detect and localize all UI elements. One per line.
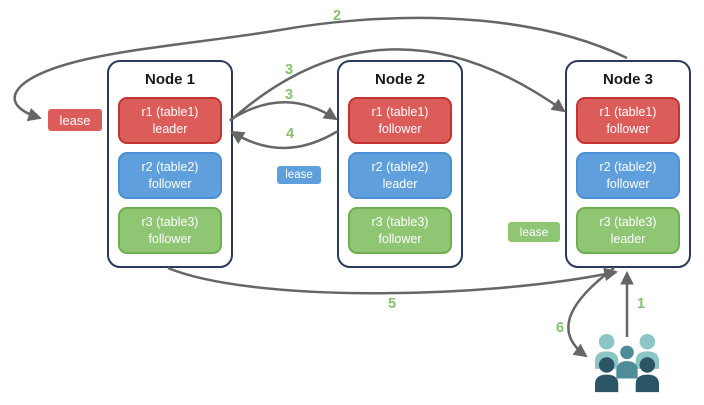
node-3-title: Node 3: [602, 71, 653, 88]
step-label-1: 1: [637, 296, 646, 312]
node-2-card: Node 2 r1 (table1) follower r2 (table2) …: [337, 60, 463, 268]
replica-role: follower: [148, 231, 192, 246]
step-label-5: 5: [388, 296, 397, 312]
arrow-step3-node1-to-node2: [229, 101, 338, 122]
replica-id: r1 (table1): [141, 105, 199, 120]
replica-id: r3 (table3): [371, 215, 429, 230]
lease-badge-table3: lease: [507, 221, 561, 243]
replica-role: follower: [378, 121, 422, 136]
lease-badge-table1: lease: [47, 108, 103, 132]
replica-role: follower: [378, 231, 422, 246]
node-1-title: Node 1: [144, 71, 195, 88]
step-label-3-to-node2: 3: [285, 87, 294, 103]
replica-role: follower: [606, 176, 650, 191]
replica-role: follower: [148, 176, 192, 191]
replica-id: r1 (table1): [599, 105, 657, 120]
node3-replica-r2: r2 (table2) follower: [576, 152, 680, 199]
arrow-step4-node2-to-node1: [230, 129, 339, 150]
node3-replica-r3: r3 (table3) leader: [576, 207, 680, 254]
replica-id: r3 (table3): [141, 215, 199, 230]
step-label-4: 4: [286, 126, 295, 142]
lease-badge-table2: lease: [276, 165, 322, 185]
node1-replica-r3: r3 (table3) follower: [118, 207, 222, 254]
step-label-6: 6: [556, 320, 565, 336]
node2-replica-r1: r1 (table1) follower: [348, 97, 452, 144]
node2-replica-r3: r3 (table3) follower: [348, 207, 452, 254]
replica-id: r2 (table2): [141, 160, 199, 175]
replica-role: follower: [606, 121, 650, 136]
step-label-3-to-node3: 3: [285, 62, 294, 78]
node2-replica-r2: r2 (table2) leader: [348, 152, 452, 199]
step-label-2: 2: [333, 8, 342, 24]
replica-role: leader: [382, 176, 418, 191]
replica-id: r1 (table1): [371, 105, 429, 120]
users-group-icon: [595, 333, 659, 393]
node1-replica-r1: r1 (table1) leader: [118, 97, 222, 144]
replica-id: r2 (table2): [599, 160, 657, 175]
replica-id: r2 (table2): [371, 160, 429, 175]
node-1-card: Node 1 r1 (table1) leader r2 (table2) fo…: [107, 60, 233, 268]
replica-role: leader: [152, 121, 188, 136]
node-3-card: Node 3 r1 (table1) follower r2 (table2) …: [565, 60, 691, 268]
node3-replica-r1: r1 (table1) follower: [576, 97, 680, 144]
arrow-step5-node1-to-node3: [167, 266, 619, 295]
node-2-title: Node 2: [374, 71, 425, 88]
users-front-row: [595, 357, 659, 393]
replica-role: leader: [610, 231, 646, 246]
node1-replica-r2: r2 (table2) follower: [118, 152, 222, 199]
user-middle: [616, 345, 638, 379]
replica-id: r3 (table3): [599, 215, 657, 230]
